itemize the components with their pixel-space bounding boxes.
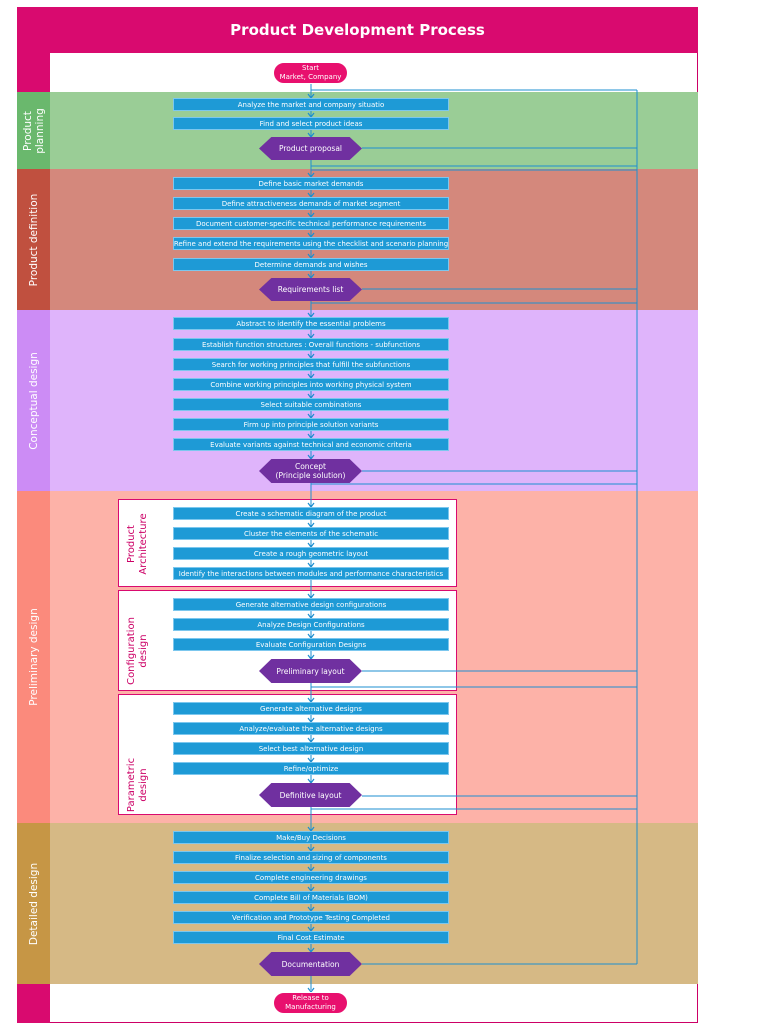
step-conceptual-5: Select suitable combinations [173,398,449,411]
step-detailed-3: Complete engineering drawings [173,871,449,884]
step-definition-2: Define attractiveness demands of market … [173,197,449,210]
step-architecture-2: Cluster the elements of the schematic [173,527,449,540]
step-detailed-5: Verification and Prototype Testing Compl… [173,911,449,924]
output-requirements-list: Requirements list [259,278,362,301]
lane-header-start [17,53,50,92]
output-concept: Concept(Principle solution) [259,459,362,483]
lane-header-end [17,984,50,1023]
step-detailed-1: Make/Buy Decisions [173,831,449,844]
step-detailed-6: Final Cost Estimate [173,931,449,944]
step-definition-3: Document customer-specific technical per… [173,217,449,230]
end-line-1: Release to [292,994,329,1002]
output-definitive-layout: Definitive layout [259,783,362,807]
lane-header-preliminary-design: Preliminary design [17,491,50,823]
step-configuration-3: Evaluate Configuration Designs [173,638,449,651]
start-line-1: Start [301,64,320,72]
step-configuration-1: Generate alternative design configuratio… [173,598,449,611]
diagram-title: Product Development Process [17,7,698,53]
step-conceptual-2: Establish function structures : Overall … [173,338,449,351]
step-architecture-4: Identify the interactions between module… [173,567,449,580]
lane-header-detailed-design: Detailed design [17,823,50,984]
step-configuration-2: Analyze Design Configurations [173,618,449,631]
step-parametric-4: Refine/optimize [173,762,449,775]
start-line-2: Market, Company [279,73,342,81]
step-parametric-1: Generate alternative designs [173,702,449,715]
step-architecture-3: Create a rough geometric layout [173,547,449,560]
concept-line-2: (Principle solution) [275,471,346,480]
step-planning-1: Analyze the market and company situatio [173,98,449,111]
end-line-2: Manufacturing [285,1003,336,1011]
step-conceptual-6: Firm up into principle solution variants [173,418,449,431]
lane-header-conceptual-design: Conceptual design [17,310,50,491]
step-parametric-3: Select best alternative design [173,742,449,755]
output-product-proposal: Product proposal [259,137,362,160]
step-definition-1: Define basic market demands [173,177,449,190]
step-architecture-1: Create a schematic diagram of the produc… [173,507,449,520]
step-detailed-2: Finalize selection and sizing of compone… [173,851,449,864]
concept-line-1: Concept [294,462,326,471]
output-documentation: Documentation [259,952,362,976]
step-definition-5: Determine demands and wishes [173,258,449,271]
step-conceptual-3: Search for working principles that fulfi… [173,358,449,371]
step-detailed-4: Complete Bill of Materials (BOM) [173,891,449,904]
step-parametric-2: Analyze/evaluate the alternative designs [173,722,449,735]
step-planning-2: Find and select product ideas [173,117,449,130]
lane-header-product-definition: Product definition [17,169,50,310]
step-conceptual-1: Abstract to identify the essential probl… [173,317,449,330]
step-conceptual-4: Combine working principles into working … [173,378,449,391]
step-conceptual-7: Evaluate variants against technical and … [173,438,449,451]
step-definition-4: Refine and extend the requirements using… [173,237,449,250]
output-preliminary-layout: Preliminary layout [259,659,362,683]
